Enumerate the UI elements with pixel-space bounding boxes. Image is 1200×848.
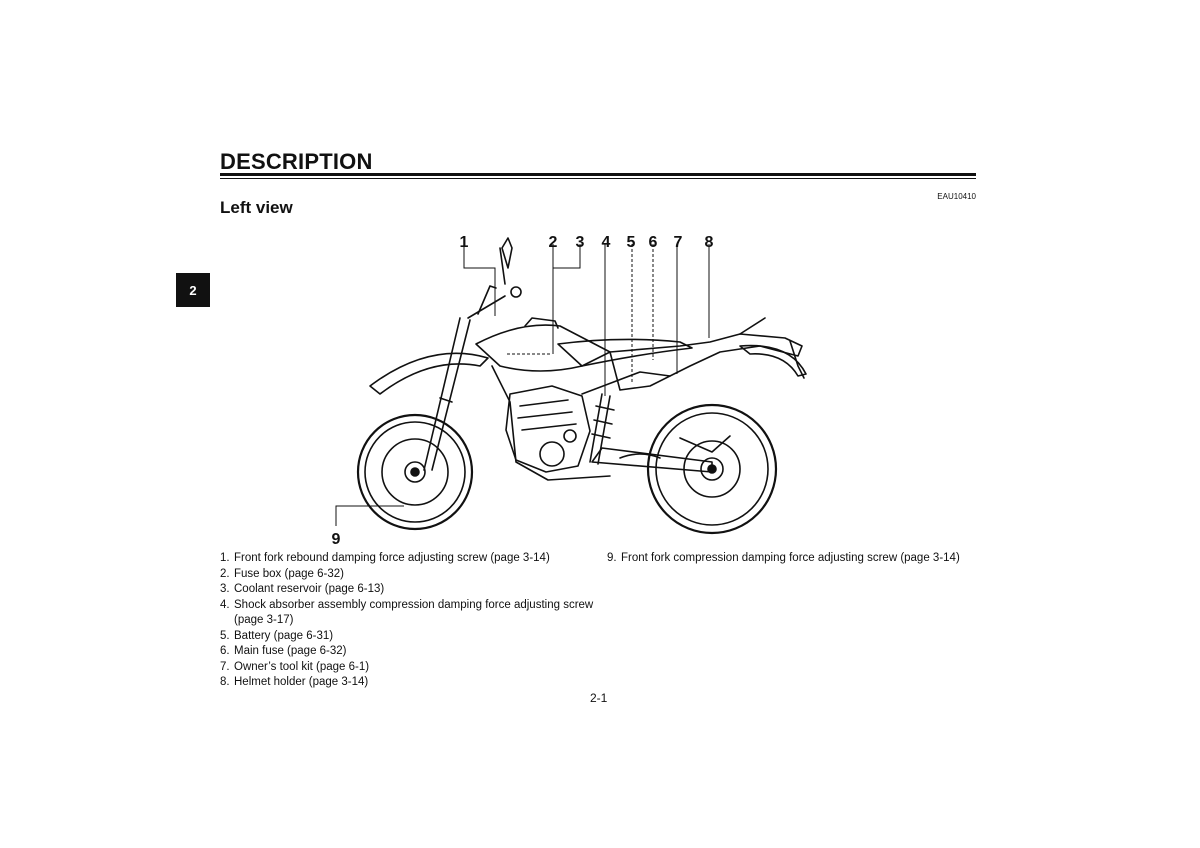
legend-item-text: Owner’s tool kit (page 6-1)	[234, 660, 370, 673]
legend-right: 9. Front fork compression damping force a…	[607, 551, 977, 567]
section-subtitle: Left view	[220, 198, 293, 217]
callout-4: 4	[602, 234, 611, 251]
legend-item: 5. Battery (page 6-31)	[220, 629, 600, 645]
legend-item: 8. Helmet holder (page 3-14)	[220, 675, 600, 691]
legend-item-number: 8.	[220, 676, 230, 688]
legend-item-text: Front fork compression damping force adj…	[621, 552, 960, 564]
callout-7: 7	[674, 234, 683, 251]
legend-item-number: 3.	[220, 583, 230, 595]
legend-item-number: 6.	[220, 645, 230, 657]
motorcycle-illustration: 1 2 3 4 5 6 7 8 9	[332, 234, 807, 548]
legend-item: 9. Front fork compression damping force a…	[607, 551, 977, 567]
legend-item-text: Battery (page 6-31)	[234, 629, 334, 642]
legend-item-number: 5.	[220, 629, 230, 642]
legend-item-text: Main fuse (page 6-32)	[234, 645, 347, 657]
title-rule-thick	[220, 173, 976, 176]
legend-item-text: Shock absorber assembly compression damp…	[234, 598, 594, 627]
callout-5: 5	[627, 234, 636, 251]
legend-item: 6. Main fuse (page 6-32)	[220, 644, 600, 660]
callout-2: 2	[549, 234, 558, 251]
title-rule-thin	[220, 178, 976, 179]
legend-item-text: Front fork rebound damping force adjusti…	[234, 552, 550, 564]
legend-item: 7. Owner’s tool kit (page 6-1)	[220, 660, 600, 676]
legend-item-number: 2.	[220, 567, 230, 580]
callout-8: 8	[705, 234, 714, 251]
callout-6: 6	[649, 234, 658, 251]
chapter-tab: 2	[176, 273, 210, 307]
legend-left: 1. Front fork rebound damping force adjus…	[220, 551, 600, 691]
legend-item-text: Helmet holder (page 3-14)	[234, 676, 369, 688]
page-title: DESCRIPTION	[220, 149, 373, 174]
callout-1: 1	[460, 234, 469, 251]
document-code: EAU10410	[937, 192, 976, 201]
legend-item: 2. Fuse box (page 6-32)	[220, 567, 600, 583]
page-number: 2-1	[590, 691, 608, 705]
legend-item-text: Fuse box (page 6-32)	[234, 567, 344, 580]
callout-3: 3	[576, 234, 585, 251]
callout-9: 9	[332, 531, 341, 548]
legend-item: 1. Front fork rebound damping force adjus…	[220, 551, 600, 567]
legend-item-number: 1.	[220, 552, 230, 564]
legend-item: 4. Shock absorber assembly compression da…	[220, 598, 600, 629]
legend-item-number: 4.	[220, 598, 230, 611]
legend-item: 3. Coolant reservoir (page 6-13)	[220, 582, 600, 598]
legend-item-text: Coolant reservoir (page 6-13)	[234, 583, 385, 595]
legend-item-number: 9.	[607, 552, 617, 564]
legend-item-number: 7.	[220, 660, 230, 673]
